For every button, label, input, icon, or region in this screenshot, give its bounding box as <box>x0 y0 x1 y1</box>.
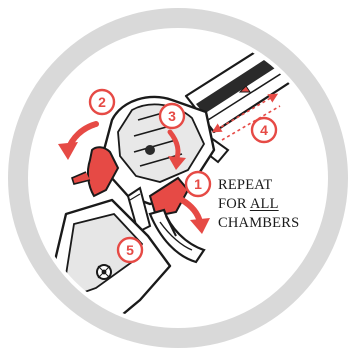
instruction-line-3: CHAMBERS <box>218 214 328 233</box>
step-5-badge: 5 <box>118 238 142 262</box>
step-3-badge: 3 <box>160 104 184 128</box>
step-2-badge: 2 <box>90 90 114 114</box>
step-5-number: 5 <box>126 242 134 258</box>
instruction-line-2: FOR ALL <box>218 195 328 214</box>
instruction-emphasis: ALL <box>250 196 279 212</box>
hammer-arrow-head <box>58 142 78 160</box>
instruction-line-1: REPEAT <box>218 176 328 195</box>
step-4-badge: 4 <box>252 118 276 142</box>
instruction-line-2-prefix: FOR <box>218 196 250 212</box>
repeat-instruction: REPEAT FOR ALL CHAMBERS <box>218 176 328 233</box>
step-4-number: 4 <box>260 122 268 138</box>
step-3-number: 3 <box>168 108 176 124</box>
step-1-number: 1 <box>194 176 202 192</box>
gate-arrow <box>182 200 200 222</box>
gate-arrow-head <box>190 218 210 234</box>
step-2-number: 2 <box>98 94 106 110</box>
step-1-badge: 1 <box>186 172 210 196</box>
